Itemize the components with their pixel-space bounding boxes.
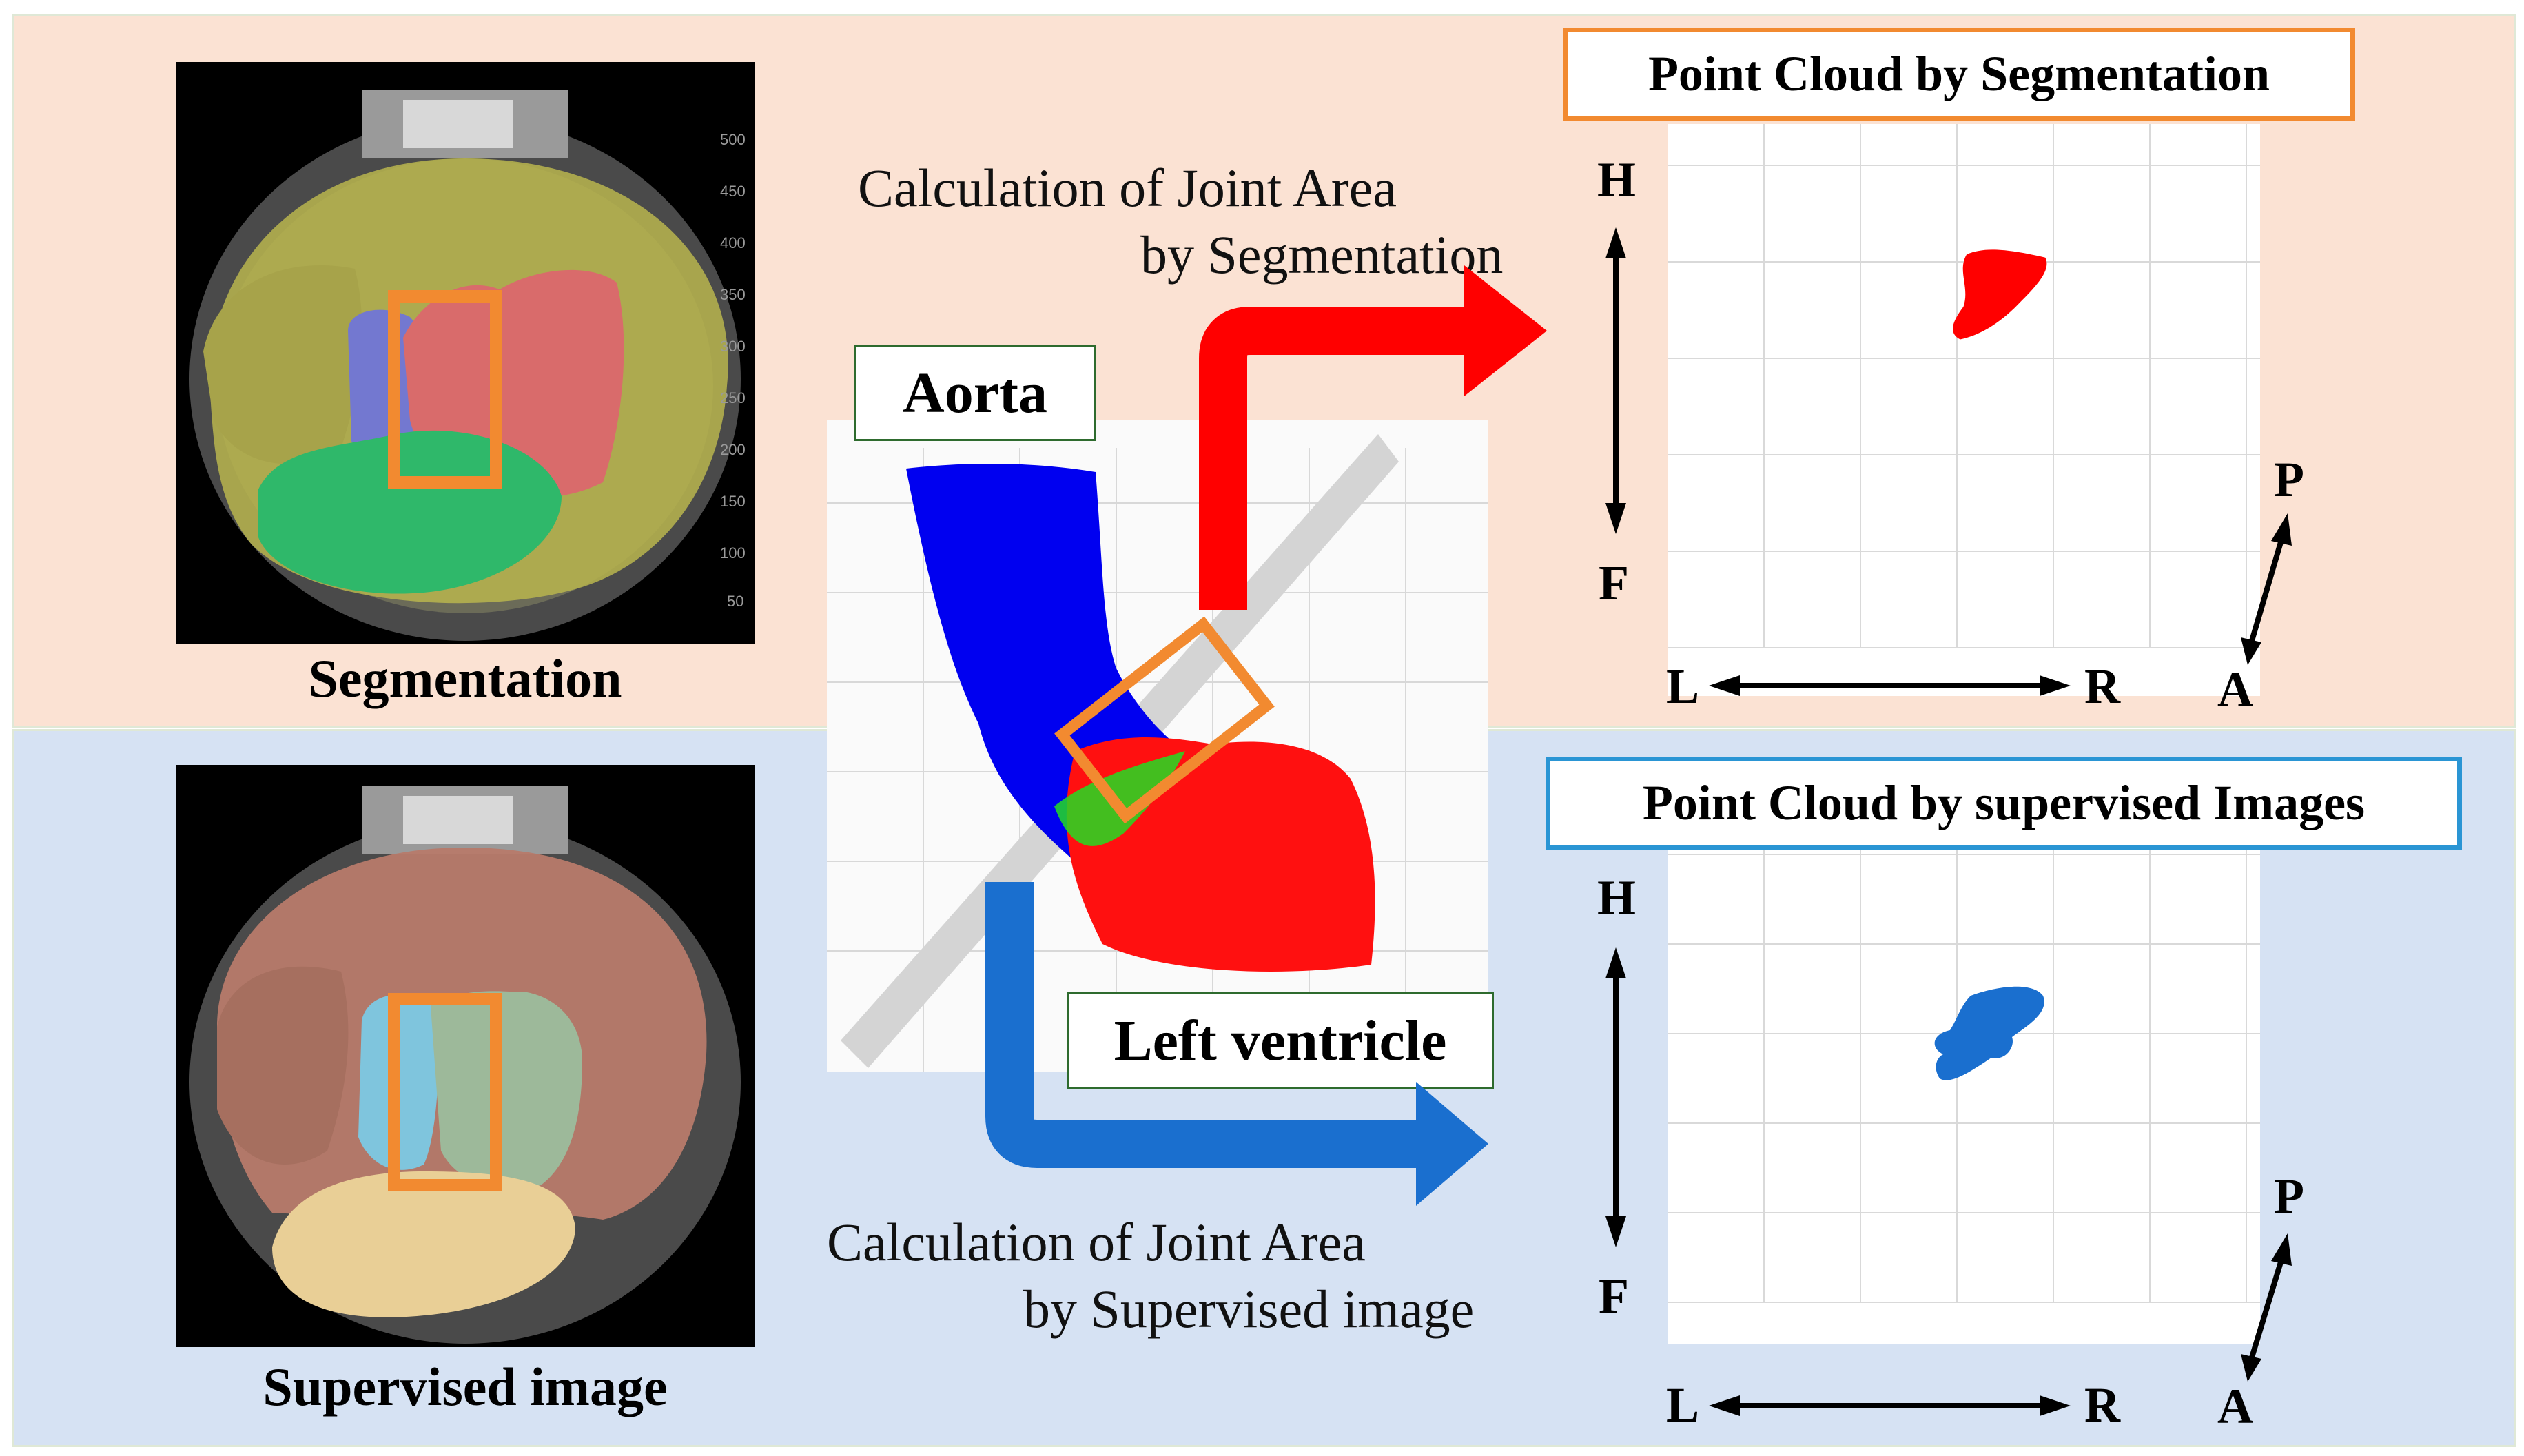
svg-text:450: 450 <box>720 183 746 200</box>
svg-text:500: 500 <box>720 131 746 148</box>
supervised-caption: Supervised image <box>263 1357 668 1417</box>
bottom-calc-line2: by Supervised image <box>1023 1279 1475 1339</box>
supervised-ct-image <box>176 765 755 1347</box>
top-axis-h: H <box>1597 152 1637 207</box>
segmentation-caption: Segmentation <box>308 648 622 708</box>
bottom-axis-a: A <box>2217 1379 2253 1434</box>
top-calc-line1: Calculation of Joint Area <box>858 158 1397 218</box>
svg-text:350: 350 <box>720 286 746 303</box>
top-axis-r: R <box>2084 659 2120 714</box>
bottom-axis-p: P <box>2274 1169 2304 1224</box>
red-arrow-head <box>1464 265 1547 396</box>
left-ventricle-label: Left ventricle <box>1067 992 1494 1089</box>
aorta-3d-view <box>827 420 1488 1072</box>
bottom-calc-line1: Calculation of Joint Area <box>827 1212 1366 1272</box>
svg-text:50: 50 <box>727 593 743 610</box>
svg-text:150: 150 <box>720 493 746 510</box>
bottom-axis-l: L <box>1666 1377 1700 1433</box>
segmentation-point-cloud-title: Point Cloud by Segmentation <box>1563 28 2355 121</box>
svg-text:300: 300 <box>720 338 746 355</box>
svg-text:100: 100 <box>720 544 746 562</box>
supervised-point-cloud-title: Point Cloud by supervised Images <box>1546 757 2462 850</box>
bottom-axis-h: H <box>1597 870 1637 925</box>
aorta-label: Aorta <box>854 345 1096 441</box>
top-axis-a: A <box>2217 662 2253 717</box>
red-flow-arrow <box>1199 307 1471 610</box>
blue-arrow-head <box>1416 1082 1488 1206</box>
svg-text:200: 200 <box>720 441 746 458</box>
top-axis-l: L <box>1666 659 1700 714</box>
top-calc-line2: by Segmentation <box>1140 225 1504 285</box>
segmentation-point-cloud-plot <box>1667 124 2260 696</box>
segmentation-ct-image: 500 450 400 350 300 250 200 150 100 50 <box>176 62 755 644</box>
svg-text:250: 250 <box>720 389 746 407</box>
bottom-axis-r: R <box>2084 1377 2120 1433</box>
top-axis-f: F <box>1599 555 1629 611</box>
top-axis-p: P <box>2274 452 2304 507</box>
blue-flow-arrow <box>985 882 1426 1168</box>
bottom-axis-f: F <box>1599 1269 1629 1324</box>
supervised-point-cloud-plot <box>1667 848 2260 1344</box>
svg-text:400: 400 <box>720 234 746 252</box>
